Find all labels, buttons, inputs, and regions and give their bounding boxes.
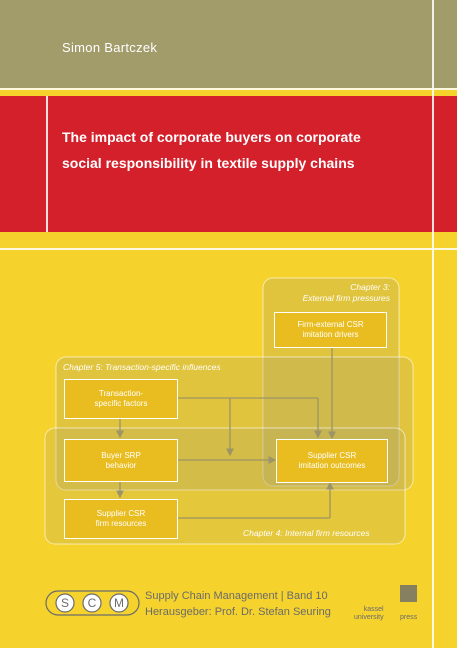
divider-line (0, 88, 457, 90)
region-label-text: External firm pressures (302, 293, 390, 303)
series-editor: Herausgeber: Prof. Dr. Stefan Seuring (145, 606, 331, 618)
divider-line (432, 0, 434, 648)
title-line: social responsibility in textile supply … (62, 155, 355, 171)
box-text: Supplier CSR (307, 451, 357, 460)
book-title: The impact of corporate buyers on corpor… (62, 124, 412, 176)
box-text: behavior (105, 460, 137, 470)
author-name: Simon Bartczek (62, 40, 158, 55)
title-band (0, 96, 457, 232)
publisher-text: university (354, 614, 384, 621)
publisher-text: kassel (363, 606, 384, 613)
box-text: Buyer SRP (101, 450, 141, 460)
logo-letter: M (114, 596, 124, 610)
box-text: Transaction- (98, 389, 144, 398)
divider-line (46, 96, 48, 232)
series-info: Supply Chain Management | Band 10 Heraus… (145, 588, 331, 620)
box-text: imitation drivers (302, 330, 359, 339)
box-text: Firm-external CSR (297, 320, 364, 329)
publisher-press: press (400, 614, 418, 621)
box-text: imitation outcomes (298, 461, 366, 470)
chapter4-label: Chapter 4: Internal firm resources (243, 528, 370, 538)
box-text: firm resources (95, 519, 147, 528)
publisher-logo-square (400, 585, 417, 602)
title-line: The impact of corporate buyers on corpor… (62, 129, 361, 145)
transaction-factors-box: Transaction-specific factors (64, 379, 178, 419)
series-name: Supply Chain Management | Band 10 (145, 590, 328, 602)
logo-letter: C (88, 596, 97, 610)
region-label-text: Chapter 3: (350, 282, 390, 292)
publisher-name: kassel university (354, 606, 384, 622)
chapter3-label: Chapter 3: External firm pressures (280, 282, 390, 304)
logo-letter: S (61, 596, 69, 610)
scm-logo: S C M (45, 590, 140, 616)
top-band (0, 0, 457, 88)
chapter5-label: Chapter 5: Transaction-specific influenc… (63, 362, 221, 372)
box-text: Supplier CSR (96, 509, 146, 518)
box-text: specific factors (94, 399, 148, 408)
divider-line (0, 248, 457, 250)
